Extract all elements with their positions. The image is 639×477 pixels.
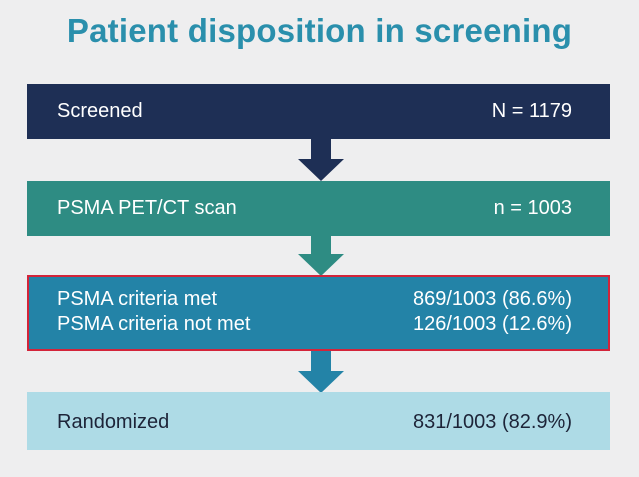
criteria-not-met-label: PSMA criteria not met <box>57 313 251 335</box>
criteria-met-value: 869/1003 (86.6%) <box>412 288 572 310</box>
screened-count: N = 1179 <box>491 100 572 122</box>
randomized-row: Randomized 831/1003 (82.9%) <box>57 411 572 434</box>
pet-ct-scan-count: n = 1003 <box>493 197 572 219</box>
pet-ct-scan-label: PSMA PET/CT scan <box>57 197 237 219</box>
criteria-met-row: PSMA criteria met 869/1003 (86.6%) <box>57 288 572 311</box>
screened-label: Screened <box>57 100 143 122</box>
pet-ct-scan-row: PSMA PET/CT scan n = 1003 <box>57 197 572 220</box>
down-arrow-icon <box>297 139 345 181</box>
randomized-box: Randomized 831/1003 (82.9%) <box>27 392 610 450</box>
pet-ct-scan-box: PSMA PET/CT scan n = 1003 <box>27 181 610 236</box>
down-arrow-icon <box>297 234 345 276</box>
criteria-not-met-value: 126/1003 (12.6%) <box>412 313 572 335</box>
criteria-met-label: PSMA criteria met <box>57 288 218 310</box>
criteria-not-met-row: PSMA criteria not met 126/1003 (12.6%) <box>57 313 572 336</box>
screened-row: Screened N = 1179 <box>57 100 572 123</box>
slide-title: Patient disposition in screening <box>66 12 573 49</box>
randomized-label: Randomized <box>57 411 170 433</box>
randomized-value: 831/1003 (82.9%) <box>412 411 572 433</box>
psma-criteria-box: PSMA criteria met 869/1003 (86.6%) PSMA … <box>27 275 610 351</box>
down-arrow-icon <box>297 351 345 393</box>
screened-box: Screened N = 1179 <box>27 84 610 139</box>
